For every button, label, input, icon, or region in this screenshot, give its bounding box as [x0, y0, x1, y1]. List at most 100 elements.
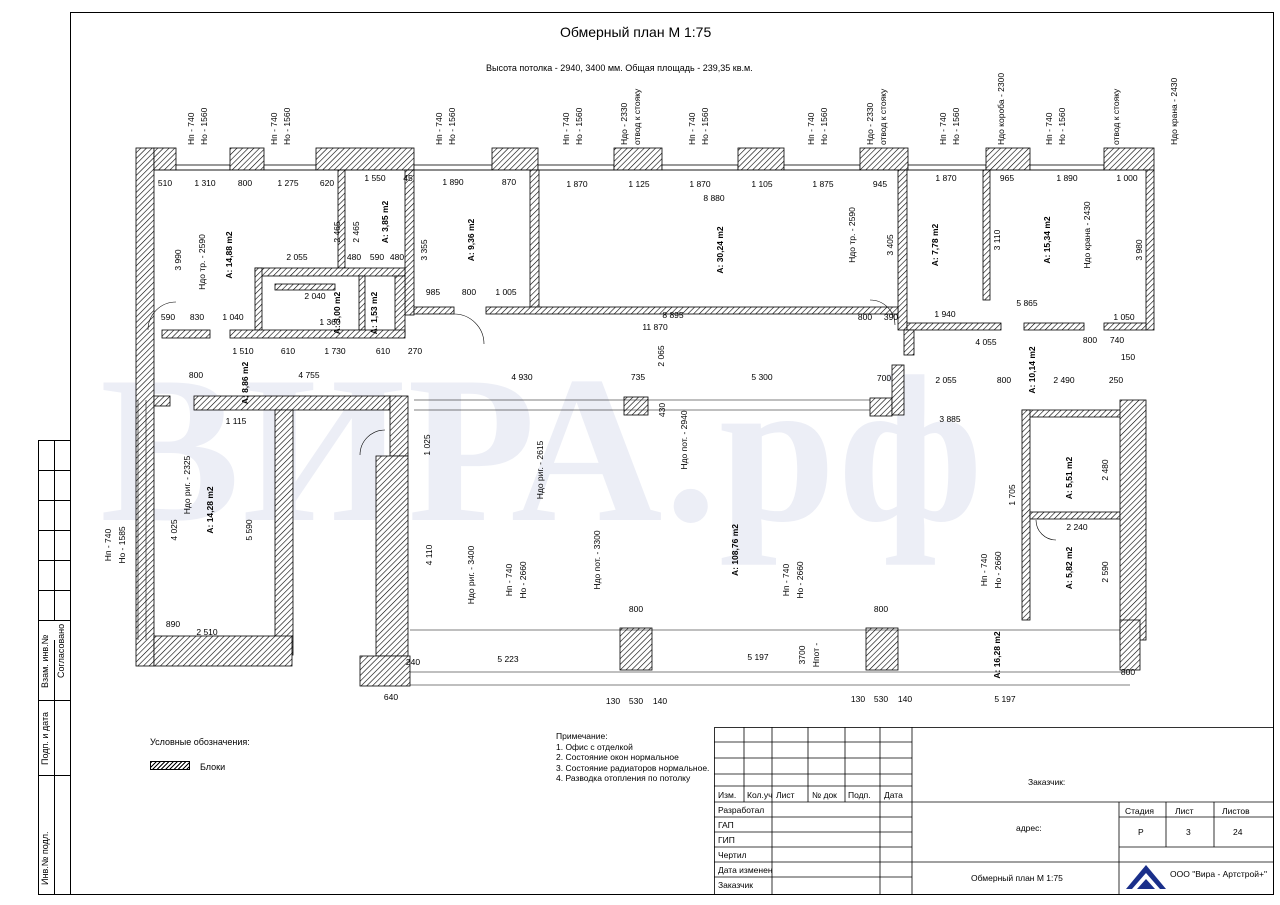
dimension-label: 8 880: [703, 193, 725, 203]
dimension-label: 735: [631, 372, 645, 382]
vertical-label: Ндо риг. - 2325: [182, 455, 192, 514]
note-item: 3. Состояние радиаторов нормальное.: [556, 762, 710, 773]
dimension-label: 510: [158, 178, 172, 188]
dimension-label: 5 197: [994, 694, 1016, 704]
dimension-label: 530: [629, 696, 643, 706]
room-area-label: A: 16,28 m2: [992, 631, 1002, 679]
vertical-label: Но - 2660: [518, 561, 528, 599]
vertical-label: 5 590: [244, 519, 254, 541]
window-height-label: Ндо короба - 2300: [996, 73, 1006, 145]
window-height-label: Нп - 740: [687, 112, 697, 145]
room-area-label: A: 14,28 m2: [205, 486, 215, 534]
inv-original-label: Инв.№ подл.: [40, 831, 50, 885]
dimension-label: 700: [877, 373, 891, 383]
dimension-label: 800: [189, 370, 203, 380]
notes-title: Примечание:: [556, 731, 608, 741]
dimension-label: 1 870: [689, 179, 711, 189]
dimension-label: 5 223: [497, 654, 519, 664]
dimension-label: 2 240: [1066, 522, 1088, 532]
dimension-label: 480: [347, 252, 361, 262]
vertical-label: Ндо риг. - 2615: [535, 440, 545, 499]
dimension-label: 240: [406, 657, 420, 667]
dimension-label: 800: [874, 604, 888, 614]
window-height-label: Нп - 740: [806, 112, 816, 145]
dimension-label: 1 050: [1113, 312, 1135, 322]
vertical-label: 3700: [797, 645, 807, 664]
vertical-label: 3 980: [1134, 239, 1144, 261]
dimension-label: 480: [390, 252, 404, 262]
address-label: адрес:: [1016, 823, 1042, 833]
window-height-label: отвод к стояку: [632, 88, 642, 145]
dimension-label: 130: [606, 696, 620, 706]
dimension-label: 390: [884, 312, 898, 322]
stage-label: Стадия: [1125, 806, 1154, 816]
dimension-label: 640: [384, 692, 398, 702]
row-developed: Разработал: [718, 805, 765, 815]
dimension-label: 830: [190, 312, 204, 322]
replace-inv-label: Взам. инв.№: [40, 634, 50, 688]
room-area-label: A: 8,86 m2: [240, 361, 250, 404]
dimension-label: 1 550: [364, 173, 386, 183]
dimension-label: 8 895: [662, 310, 684, 320]
room-area-label: A: 7,78 m2: [930, 223, 940, 266]
dimension-label: 150: [1121, 352, 1135, 362]
dimension-label: 250: [1109, 375, 1123, 385]
dimension-label: 1 000: [1116, 173, 1138, 183]
room-area-label: A: 5,51 m2: [1064, 456, 1074, 499]
dimension-label: 2 055: [935, 375, 957, 385]
dimension-label: 1 125: [628, 179, 650, 189]
sheet-value: 3: [1186, 827, 1191, 837]
sheets-label: Листов: [1222, 806, 1250, 816]
window-height-label: Нп - 740: [269, 112, 279, 145]
vertical-label: 3 405: [885, 234, 895, 256]
room-area-label: A: 3,00 m2: [332, 291, 342, 334]
window-height-label: Ндо - 2330: [865, 102, 875, 145]
col-sheet: Лист: [776, 790, 795, 800]
dimension-label: 610: [281, 346, 295, 356]
dimension-label: 1 275: [277, 178, 299, 188]
dimension-label: 800: [1121, 667, 1135, 677]
dimension-label: 740: [1110, 335, 1124, 345]
vertical-label: 4 110: [424, 544, 434, 565]
col-doc: № док: [812, 790, 837, 800]
vertical-label: Ндо риг. - 3400: [466, 545, 476, 604]
dimension-label: 3 885: [939, 414, 961, 424]
title-block-grid: [714, 727, 1274, 895]
dimension-label: 945: [873, 179, 887, 189]
plan-subtitle: Высота потолка - 2940, 3400 мм. Общая пл…: [486, 63, 753, 73]
dimension-label: 800: [1083, 335, 1097, 345]
dimension-label: 1 510: [232, 346, 254, 356]
window-height-label: Нп - 740: [186, 112, 196, 145]
vertical-label: Нп - 740: [103, 528, 113, 561]
vertical-label: Нп - 740: [781, 563, 791, 596]
vertical-label: Ндо крана - 2430: [1082, 201, 1092, 269]
dimension-label: 1 105: [751, 179, 773, 189]
walls: [135, 147, 1155, 687]
row-change-date: Дата изменен: [718, 865, 773, 875]
dimension-label: 4 055: [975, 337, 997, 347]
vertical-label: 2 065: [656, 345, 666, 367]
row-gip: ГИП: [718, 835, 735, 845]
dimension-label: 130: [851, 694, 865, 704]
window-height-label: Но - 1560: [1057, 107, 1067, 145]
vertical-label: 3 990: [173, 249, 183, 271]
vertical-label: 2 590: [1100, 561, 1110, 583]
company-logo: [1126, 865, 1166, 889]
legend-hatch-swatch: [150, 761, 190, 770]
plan-title: Обмерный план М 1:75: [560, 24, 712, 40]
sign-date-label: Подп. и дата: [40, 711, 50, 765]
row-gap: ГАП: [718, 820, 734, 830]
vertical-label: Но - 2660: [795, 561, 805, 599]
vertical-label: 1 025: [422, 434, 432, 456]
sheets-value: 24: [1233, 827, 1243, 837]
col-sign: Подп.: [848, 790, 871, 800]
dimension-label: 800: [997, 375, 1011, 385]
dimension-label: 2 040: [304, 291, 326, 301]
vertical-label: Ндо тр. - 2590: [847, 207, 857, 263]
window-height-label: Но - 1560: [282, 107, 292, 145]
notes: Примечание: 1. Офис с отделкой 2. Состоя…: [556, 731, 709, 784]
note-item: 4. Разводка отопления по потолку: [556, 773, 691, 783]
dimension-label: 1 940: [934, 309, 956, 319]
